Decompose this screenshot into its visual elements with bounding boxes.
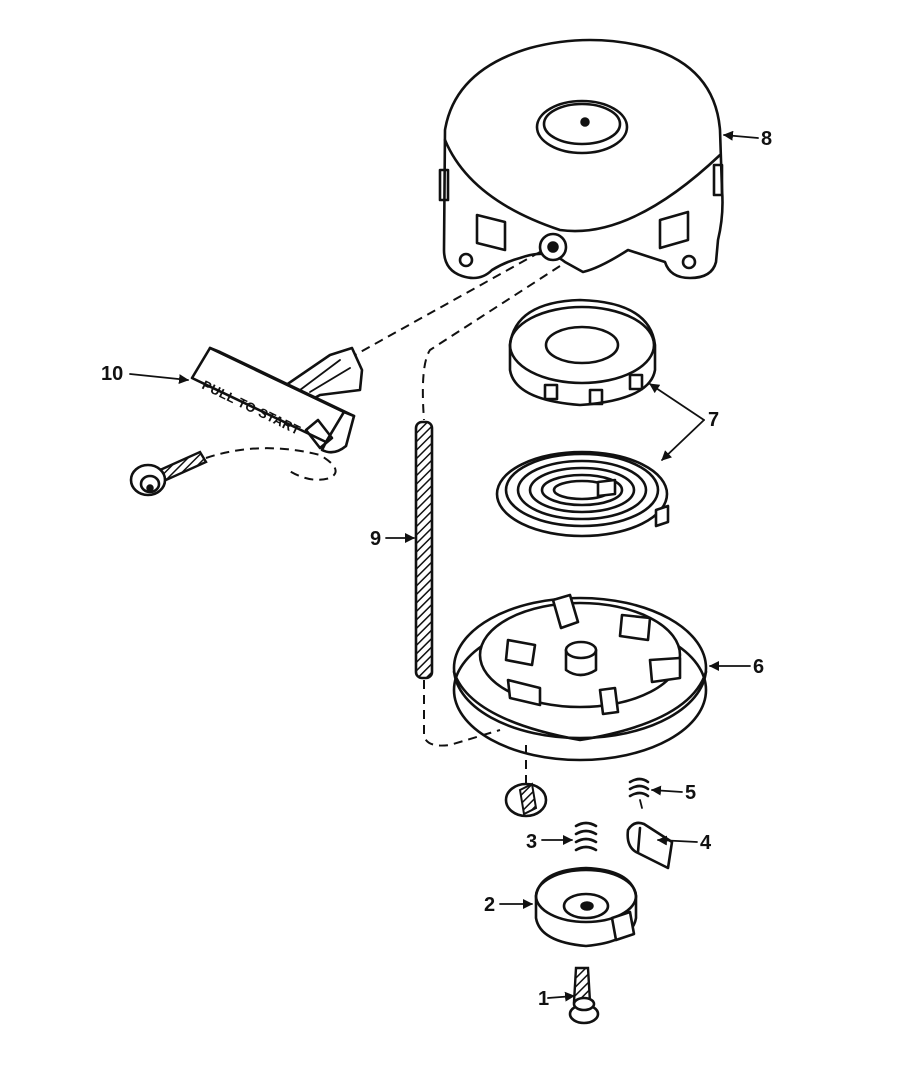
callout-7-arrow-b xyxy=(661,419,705,461)
callout-8-arrow xyxy=(723,130,759,141)
starter-housing xyxy=(438,38,724,280)
brake-spring xyxy=(574,821,598,852)
callout-6: 6 xyxy=(753,656,764,678)
callout-1: 1 xyxy=(538,988,549,1010)
callout-5-arrow xyxy=(651,785,683,796)
callouts: 8 7 6 5 4 3 2 1 9 10 xyxy=(101,128,772,1010)
callout-4: 4 xyxy=(700,832,712,854)
callout-10-arrow xyxy=(129,373,189,385)
starter-handle: PULL TO START xyxy=(190,346,364,454)
retainer xyxy=(534,866,638,948)
pulley xyxy=(452,593,708,762)
pawl-spring xyxy=(628,777,650,809)
rope-routing-lines xyxy=(205,251,561,784)
callout-10: 10 xyxy=(101,363,123,385)
pawl xyxy=(626,821,674,870)
callout-9: 9 xyxy=(370,528,381,550)
callout-7-arrow-a xyxy=(649,383,705,421)
callout-7: 7 xyxy=(708,409,719,431)
callout-5: 5 xyxy=(685,782,696,804)
callout-4-arrow xyxy=(657,835,698,846)
handle-insert xyxy=(129,450,208,497)
recoil-spring xyxy=(495,450,670,538)
rope-knot xyxy=(504,782,548,818)
callout-2: 2 xyxy=(484,894,495,916)
callout-3: 3 xyxy=(526,831,537,853)
callout-1-arrow xyxy=(547,991,575,1002)
screw xyxy=(568,966,600,1025)
starter-rope xyxy=(414,420,434,680)
spring-cover xyxy=(508,298,657,407)
callout-8: 8 xyxy=(761,128,772,150)
